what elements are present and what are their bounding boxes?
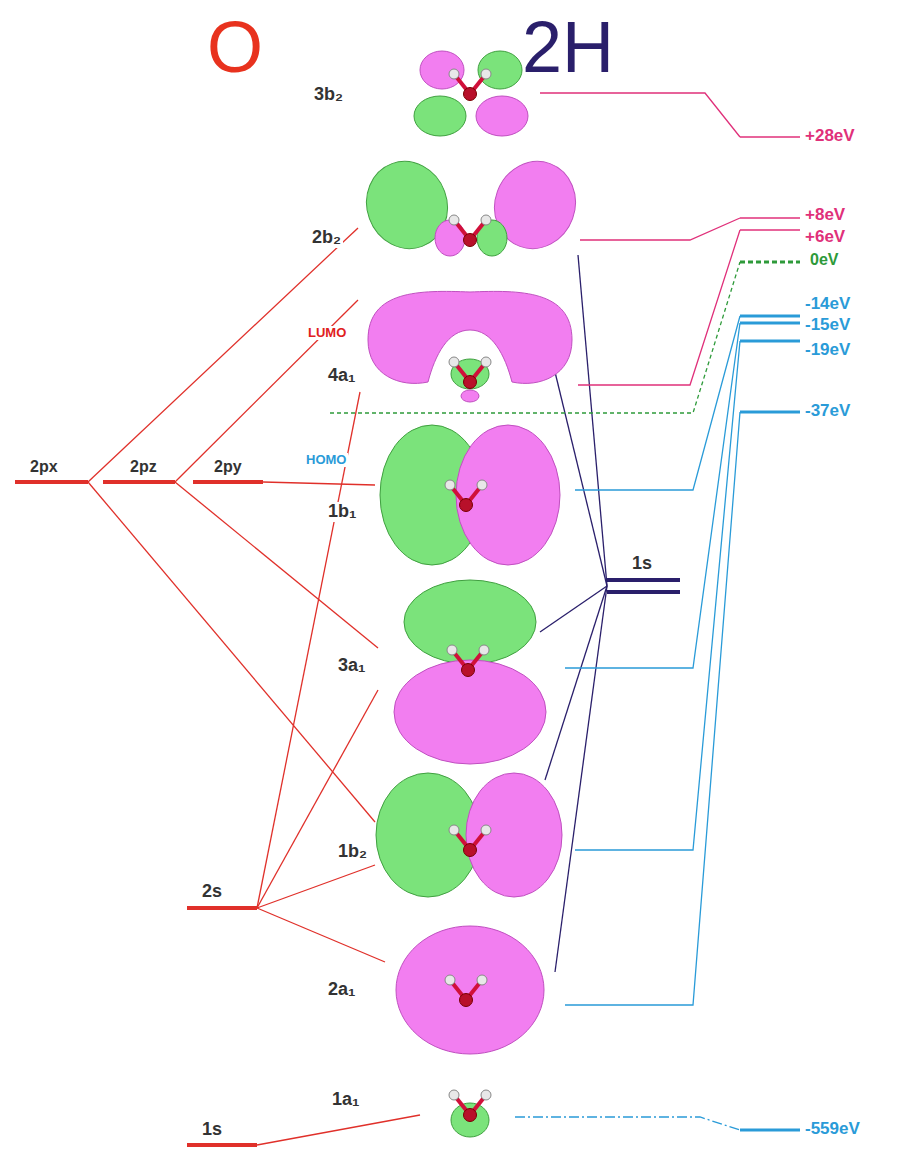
lumo-tag: LUMO: [306, 326, 348, 340]
ao-label: 2px: [28, 458, 60, 476]
o-correlation-lines: [88, 228, 420, 1145]
o-levels: [15, 482, 263, 1145]
orbital-label: 1b₂: [336, 842, 369, 862]
orbital-label: 2b₂: [310, 228, 343, 248]
energy-value: -14eV: [803, 295, 852, 314]
orbital-label: 1a₁: [330, 1090, 361, 1110]
orbital-label: 1b₁: [326, 502, 358, 522]
energy-value: -37eV: [803, 402, 852, 421]
orbital-label: 2a₁: [326, 980, 357, 1000]
atom-name: 2H: [520, 8, 616, 87]
ao-label: 2py: [212, 458, 244, 476]
energy-value: 0eV: [808, 251, 840, 269]
energy-value: -15eV: [803, 316, 852, 335]
energy-bars: [740, 137, 800, 1130]
atom-name: O: [205, 8, 265, 87]
energy-value: +8eV: [803, 206, 847, 225]
orbital-label: 4a₁: [326, 366, 357, 386]
h-levels: [607, 580, 680, 592]
energy-value: -19eV: [803, 341, 852, 360]
ao-label: 1s: [200, 1120, 224, 1140]
orbital-label: 3a₁: [336, 656, 367, 676]
energy-value: -559eV: [803, 1120, 862, 1139]
water-molecules: [445, 69, 491, 1122]
homo-tag: HOMO: [304, 453, 348, 467]
ao-label: 2s: [200, 882, 224, 902]
energy-value: +6eV: [803, 228, 847, 247]
energy-leaders: [330, 93, 740, 1130]
orbital-label: 3b₂: [312, 85, 345, 105]
energy-value: +28eV: [803, 127, 857, 146]
ao-label: 1s: [630, 554, 654, 574]
orbital-lobes: [354, 51, 587, 1137]
ao-label: 2pz: [128, 458, 159, 476]
